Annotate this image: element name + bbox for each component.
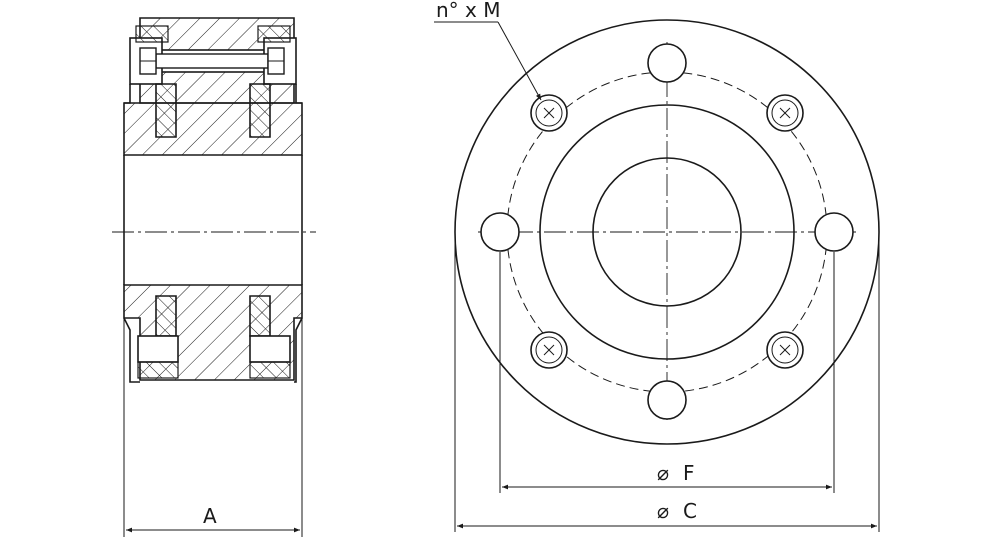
upper-left-cap-hatch: [135, 25, 169, 43]
hole-top: [647, 43, 687, 83]
lower-left-cap: [137, 335, 179, 363]
dim-a-label: A: [203, 504, 217, 528]
hole-bottom: [647, 380, 687, 420]
threaded-hole-top-right: [766, 94, 804, 132]
threaded-hole-bottom-right: [766, 331, 804, 369]
lower-right-cap: [249, 335, 291, 363]
hole-right: [814, 212, 854, 252]
dim-f-symbol: ⌀: [657, 461, 669, 485]
dim-c-symbol: ⌀: [657, 499, 669, 523]
bolt-callout-label: n° x M: [436, 0, 500, 22]
threaded-hole-top-left: [530, 94, 568, 132]
dim-f-label: F: [683, 461, 695, 485]
lower-right-cap-hatch: [249, 361, 291, 379]
front-view: n° x M ⌀ F ⌀ C: [434, 0, 880, 532]
upper-right-cap-hatch: [257, 25, 291, 43]
lower-left-cap-hatch: [137, 361, 179, 379]
upper-left-pin: [155, 83, 177, 138]
dim-c-label: C: [683, 499, 697, 523]
threaded-hole-bottom-left: [530, 331, 568, 369]
upper-right-pin: [249, 83, 271, 138]
callout-leader: [497, 21, 542, 101]
bolt-shank: [155, 53, 269, 69]
upper-body-section: [123, 102, 303, 156]
section-view: A: [112, 17, 316, 537]
lower-right-pin: [249, 295, 271, 337]
lower-left-pin: [155, 295, 177, 337]
hole-left: [480, 212, 520, 252]
